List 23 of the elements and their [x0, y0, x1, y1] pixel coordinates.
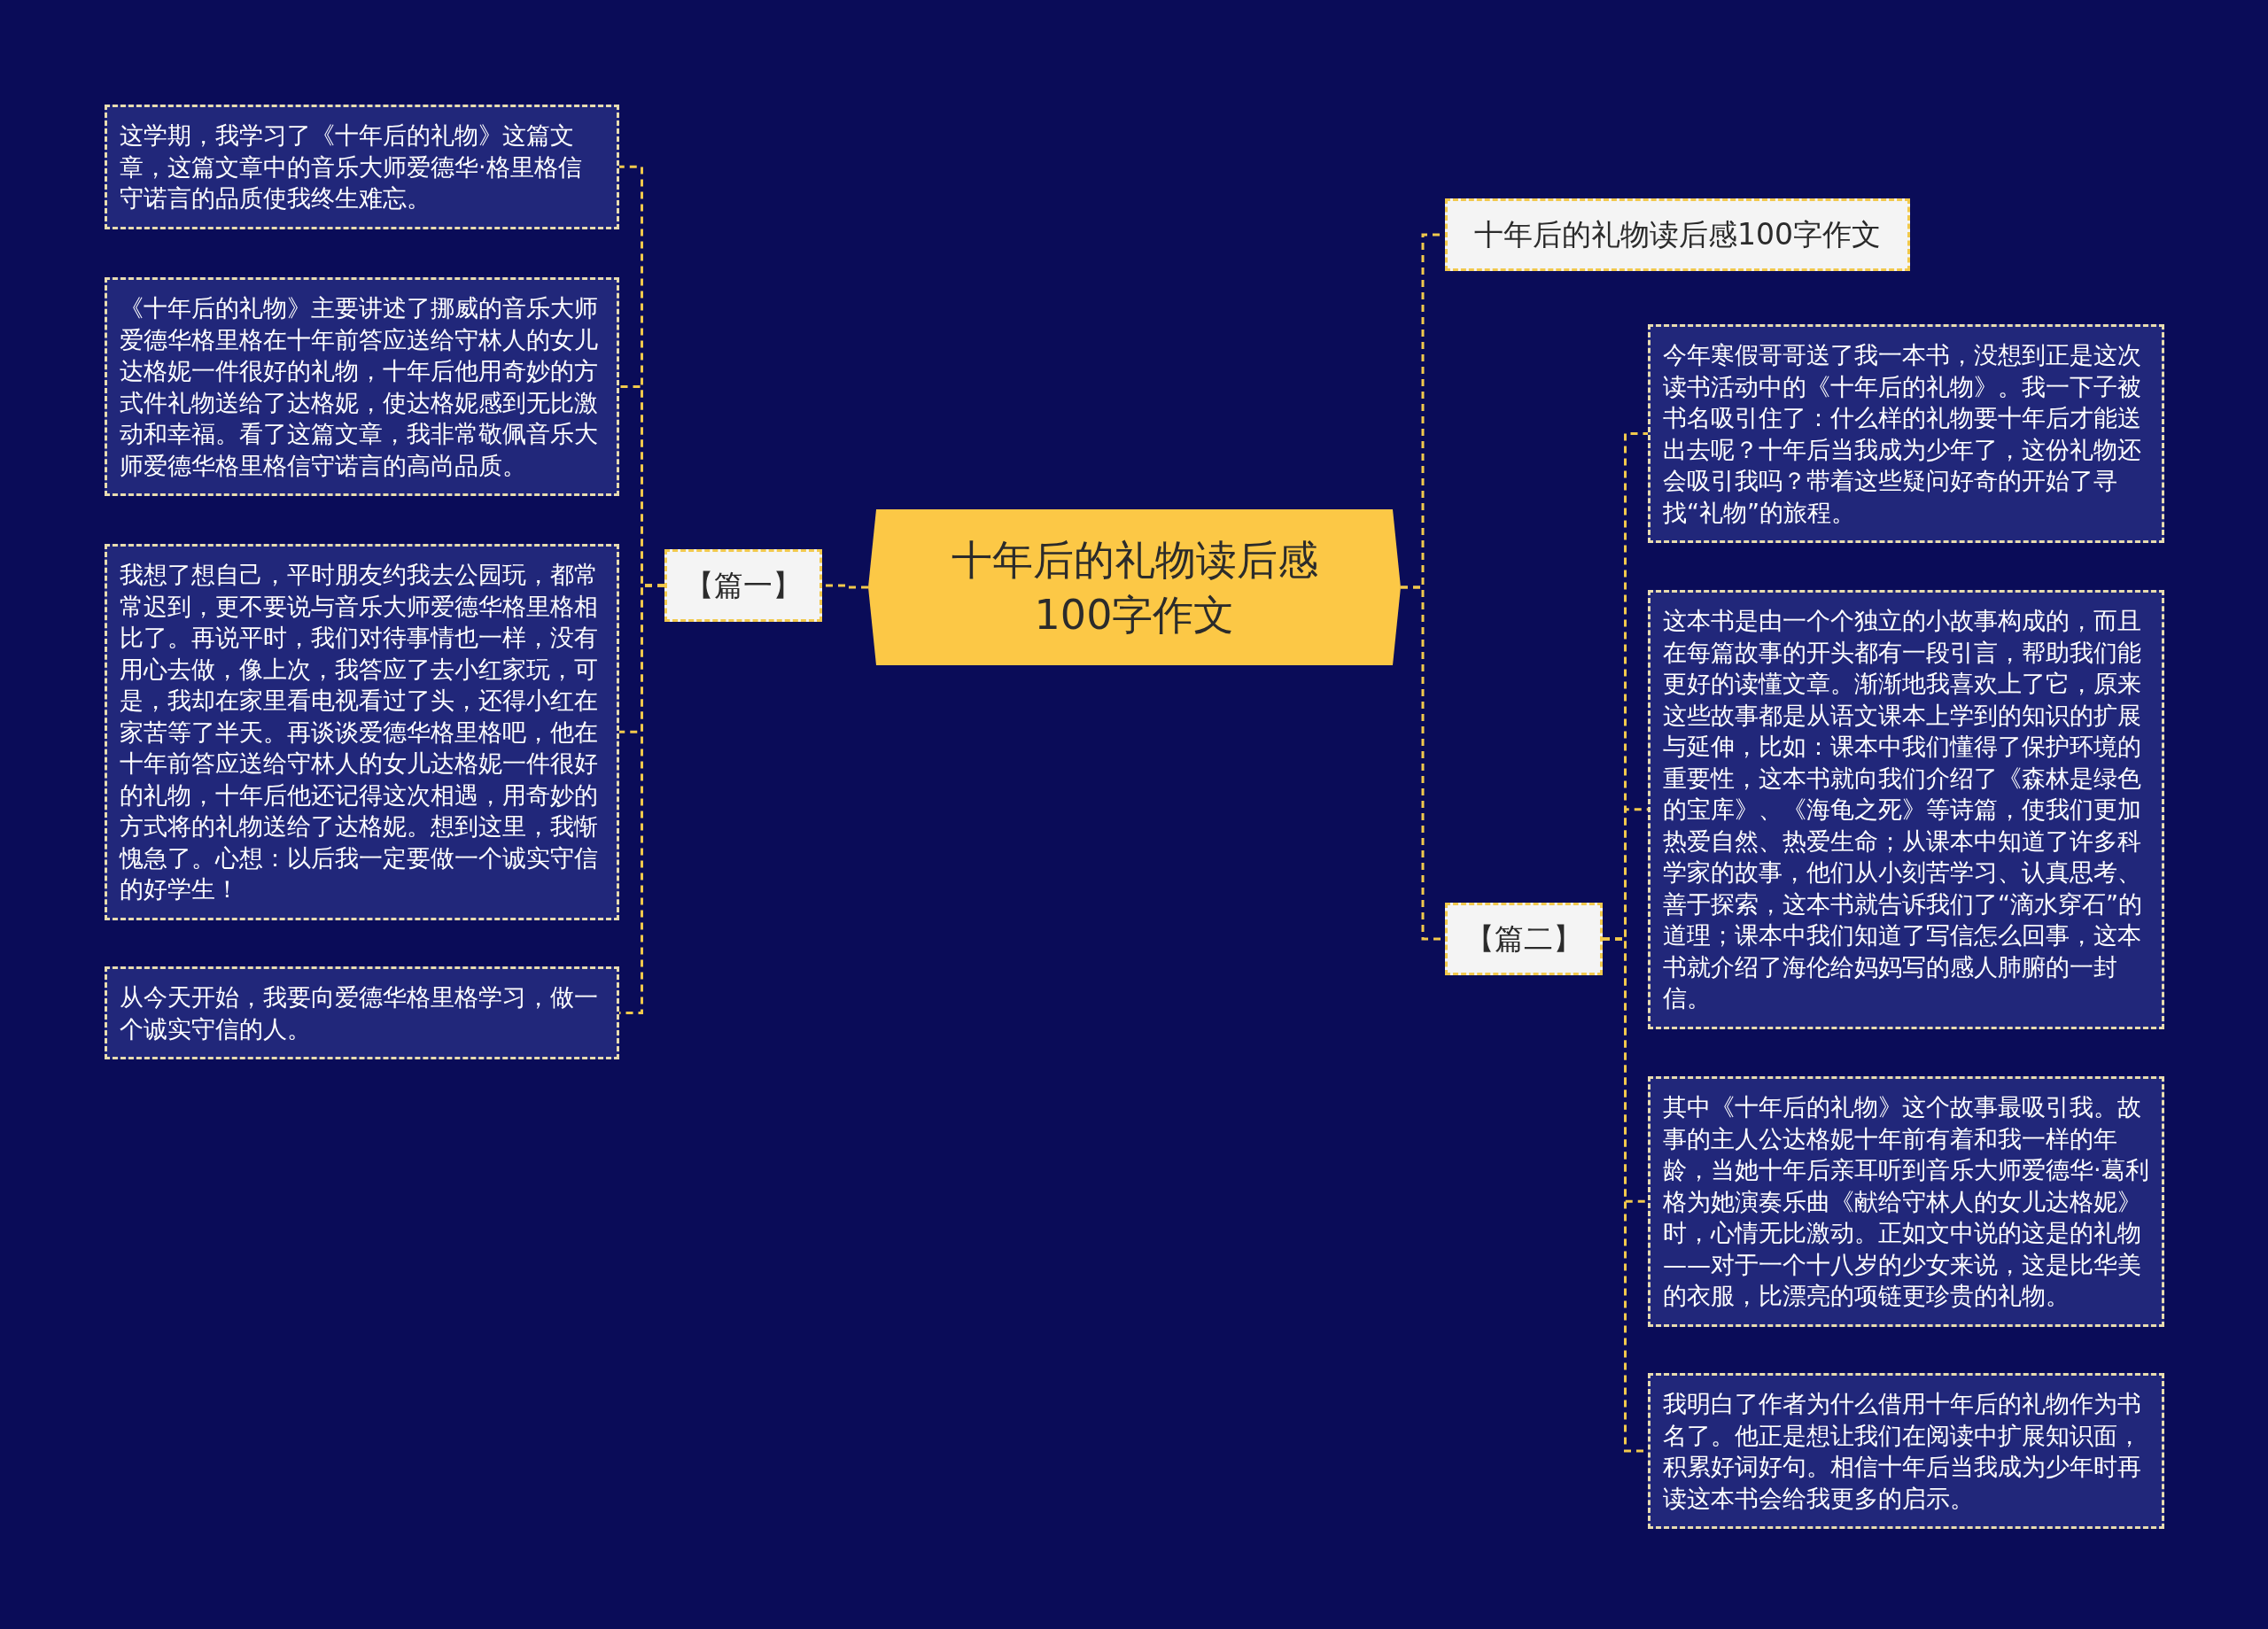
topic-title: 十年后的礼物读后感100字作文 — [950, 535, 1319, 640]
connector-line — [619, 584, 664, 1014]
paragraph-text: 我想了想自己，平时朋友约我去公园玩，都常常迟到，更不要说与音乐大师爱德华格里格相比了。再说平时，我们对待事情也一样，没有用心去做，像上次，我答应了去小红家玩，可是，我却在家里看电视看过了头，还得小红在家苦等了半天。再谈谈爱德华格里格吧，他在十年前答应送给守林人的女儿达格妮一件很好的礼物，十年后他还记得这次相遇，用奇妙的方式将的礼物送给了达格妮。想到这里，我惭愧急了。心想：以后我一定要做一个诚实守信的好学生！ — [120, 561, 598, 903]
paragraph-card — [1648, 1373, 2164, 1529]
branch-label: 【篇二】 — [1465, 921, 1582, 956]
paragraph-card — [1648, 1076, 2164, 1327]
paragraph-card — [105, 277, 619, 496]
branch-card — [1445, 903, 1603, 975]
paragraph-card — [105, 544, 619, 920]
paragraph-text: 今年寒假哥哥送了我一本书，没想到正是这次读书活动中的《十年后的礼物》。我一下子被书名吸引住了：什么样的礼物要十年后才能送出去呢？十年后当我成为少年了，这份礼物还会吸引我吗？带着这些疑问好奇的开始了寻找“礼物”的旅程。 — [1663, 341, 2141, 526]
branch-card — [664, 549, 822, 622]
paragraph-card — [1648, 324, 2164, 543]
branch-card — [1445, 198, 1910, 271]
paragraph-text: 其中《十年后的礼物》这个故事最吸引我。故事的主人公达格妮十年前有着和我一样的年龄，当她十年后亲耳听到音乐大师爱德华·葛利格为她演奏乐曲《献给守林人的女儿达格妮》时，心情无比激动。正如文中说的这是的礼物——对于一个十八岁的少女来说，这是比华美的衣服，比漂亮的项链更珍贵的礼物。 — [1663, 1093, 2149, 1309]
paragraph-text: 这学期，我学习了《十年后的礼物》这篇文章，这篇文章中的音乐大师爱德华·格里格信守诺言的品质使我终生难忘。 — [120, 121, 582, 212]
paragraph-text: 我明白了作者为什么借用十年后的礼物作为书名了。他正是想让我们在阅读中扩展知识面，积累好词好句。相信十年后当我成为少年时再读这本书会给我更多的启示。 — [1663, 1390, 2141, 1512]
paragraph-text: 《十年后的礼物》主要讲述了挪威的音乐大师爱德华格里格在十年前答应送给守林人的女儿达格妮一件很好的礼物，十年后他用奇妙的方式件礼物送给了达格妮，使达格妮感到无比激动和幸福。看了这篇文章，我非常敬佩音乐大师爱德华格里格信守诺言的高尚品质。 — [120, 294, 598, 479]
paragraph-card — [105, 966, 619, 1059]
branch-label: 【篇一】 — [685, 568, 802, 602]
paragraph-text: 这本书是由一个个独立的小故事构成的，而且在每篇故事的开头都有一段引言，帮助我们能更好的读懂文章。渐渐地我喜欢上了它，原来这些故事都是从语文课本上学到的知识的扩展与延伸，比如：课本中我们懂得了保护环境的重要性，这本书就向我们介绍了《森林是绿色的宝库》、《海龟之死》等诗篇，使我们更加热爱自然、热爱生命；从课本中知道了许多科学家的故事，他们从小刻苦学习、认真思考、善于探索，这本书就告诉我们了“滴水穿石”的道理；课本中我们知道了写信怎么回事，这本书就介绍了海伦给妈妈写的感人肺腑的一封信。 — [1663, 607, 2142, 1012]
paragraph-text: 从今天开始，我要向爱德华格里格学习，做一个诚实守信的人。 — [120, 983, 598, 1043]
paragraph-card — [105, 105, 619, 229]
branch-label: 十年后的礼物读后感100字作文 — [1474, 217, 1881, 252]
